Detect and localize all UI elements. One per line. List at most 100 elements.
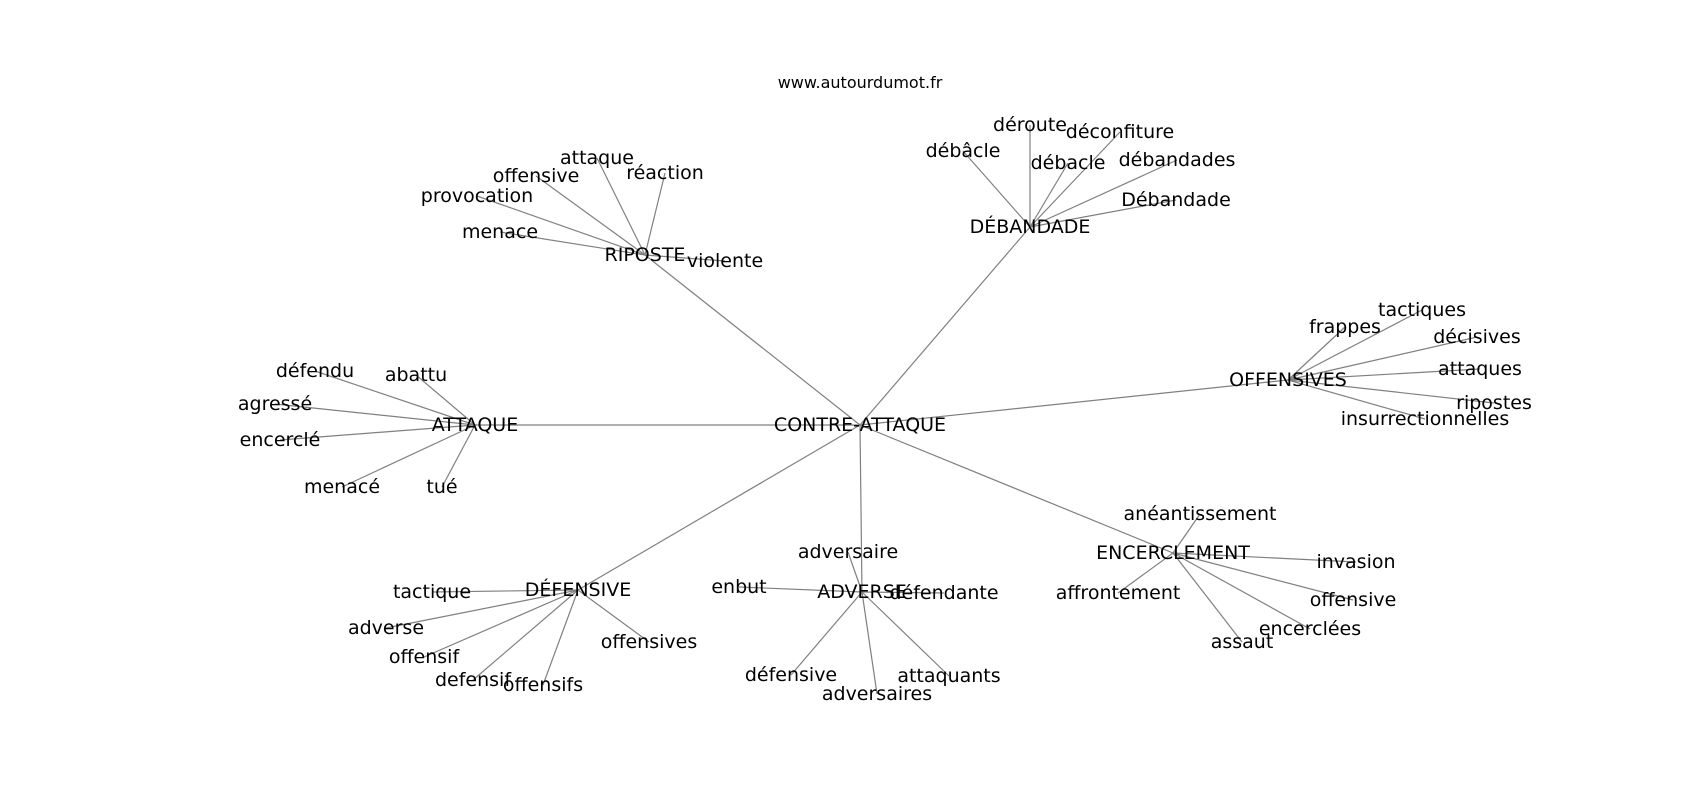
edge-center-adverse — [859, 424, 863, 593]
leaf-label-attaque-1: abattu — [385, 364, 447, 386]
leaf-label-defensive-4: defensif — [435, 669, 512, 691]
leaf-label-encerclement-4: encerclées — [1259, 618, 1361, 640]
edge-attaque-leaf-4 — [341, 424, 476, 488]
leaf-label-defensive-1: adverse — [348, 617, 424, 639]
leaf-label-encerclement-1: invasion — [1316, 551, 1395, 573]
edge-center-defensive — [577, 424, 861, 591]
leaf-label-adverse-3: défensive — [745, 664, 837, 686]
hub-label-riposte: RIPOSTE — [605, 244, 686, 266]
hub-label-debandade: DÉBANDADE — [970, 215, 1091, 238]
edge-debandade-leaf-1 — [1029, 131, 1121, 228]
leaf-label-riposte-4: menace — [462, 221, 538, 243]
leaf-label-encerclement-2: affrontement — [1056, 582, 1181, 604]
edge-offensives-leaf-1 — [1287, 326, 1346, 381]
leaf-label-offensives-2: décisives — [1433, 326, 1521, 348]
leaf-label-offensives-5: insurrectionnelles — [1341, 408, 1510, 430]
edge-debandade-leaf-2 — [962, 150, 1031, 228]
leaf-label-riposte-1: réaction — [626, 162, 704, 184]
leaf-label-debandade-4: débandades — [1119, 149, 1236, 171]
edge-center-offensives — [859, 379, 1289, 426]
leaf-label-riposte-0: attaque — [560, 147, 634, 169]
leaf-label-attaque-2: agressé — [238, 393, 312, 415]
edge-encerclement-leaf-0 — [1172, 513, 1201, 554]
leaf-label-defensive-2: offensif — [389, 646, 461, 668]
edge-offensives-leaf-3 — [1287, 368, 1481, 381]
leaf-label-encerclement-0: anéantissement — [1124, 503, 1277, 525]
edge-defensive-leaf-1 — [385, 589, 579, 629]
leaf-label-defensive-3: offensives — [601, 631, 697, 653]
leaf-label-adverse-0: adversaire — [798, 541, 898, 563]
edge-adverse-leaf-1 — [738, 586, 863, 593]
leaf-label-defensive-0: tactique — [393, 581, 471, 603]
edge-riposte-leaf-0 — [596, 157, 646, 256]
edge-center-debandade — [859, 226, 1031, 426]
edge-attaque-leaf-1 — [415, 374, 476, 426]
leaf-label-adverse-2: défendante — [889, 582, 998, 604]
edge-encerclement-leaf-3 — [1172, 552, 1354, 601]
edge-encerclement-leaf-2 — [1117, 552, 1174, 594]
edge-defensive-leaf-3 — [577, 589, 650, 643]
edge-offensives-leaf-5 — [1287, 379, 1426, 420]
leaf-label-debandade-0: déroute — [993, 114, 1067, 136]
edge-offensives-leaf-2 — [1287, 336, 1478, 381]
edge-encerclement-leaf-4 — [1172, 552, 1311, 630]
edge-riposte-leaf-5 — [644, 254, 726, 262]
edge-encerclement-leaf-1 — [1172, 552, 1357, 563]
edge-debandade-leaf-5 — [1029, 199, 1177, 228]
hub-label-attaque: ATTAQUE — [432, 414, 518, 436]
leaf-label-offensives-4: ripostes — [1456, 392, 1532, 414]
hub-label-defensive: DÉFENSIVE — [525, 578, 631, 601]
edge-defensive-leaf-5 — [542, 589, 579, 686]
leaf-label-encerclement-3: offensive — [1310, 589, 1397, 611]
leaf-label-riposte-3: provocation — [421, 185, 533, 207]
edge-riposte-leaf-3 — [476, 195, 646, 256]
source-url: www.autourdumot.fr — [778, 73, 943, 92]
leaf-label-offensives-3: attaques — [1438, 358, 1522, 380]
edge-adverse-leaf-4 — [861, 591, 950, 677]
edge-attaque-leaf-3 — [279, 424, 476, 441]
edge-center-riposte — [644, 254, 861, 426]
leaf-label-offensives-0: tactiques — [1378, 299, 1466, 321]
edge-defensive-leaf-2 — [423, 589, 579, 658]
leaf-label-riposte-2: offensive — [493, 165, 580, 187]
leaf-label-attaque-4: menacé — [304, 476, 380, 498]
leaf-label-adverse-1: enbut — [711, 576, 766, 598]
leaf-label-adverse-4: attaquants — [897, 665, 1000, 687]
edge-riposte-leaf-4 — [499, 231, 646, 256]
edge-defensive-leaf-0 — [431, 589, 579, 593]
hub-label-encerclement: ENCERCLEMENT — [1096, 542, 1250, 564]
edge-offensives-leaf-0 — [1287, 309, 1423, 381]
edge-center-encerclement — [859, 424, 1174, 554]
edge-adverse-leaf-3 — [790, 591, 863, 676]
leaf-label-debandade-2: débâcle — [926, 140, 1001, 162]
leaf-label-attaque-5: tué — [426, 476, 457, 498]
leaf-label-offensives-1: frappes — [1309, 316, 1381, 338]
hub-label-adverse: ADVERSE — [817, 581, 907, 603]
edge-attaque-leaf-2 — [274, 403, 476, 426]
edge-encerclement-leaf-5 — [1172, 552, 1243, 643]
leaf-label-debandade-5: Débandade — [1121, 189, 1231, 211]
edge-adverse-leaf-0 — [847, 551, 863, 593]
edge-debandade-leaf-3 — [1029, 162, 1069, 228]
leaf-label-defensive-5: offensifs — [503, 674, 583, 696]
hub-label-offensives: OFFENSIVES — [1229, 369, 1347, 391]
edge-attaque-leaf-5 — [441, 424, 476, 488]
edge-riposte-leaf-1 — [644, 172, 666, 256]
center-node-label: CONTRE-ATTAQUE — [774, 414, 946, 436]
leaf-label-debandade-3: débacle — [1031, 152, 1106, 174]
edges-layer — [274, 125, 1495, 695]
leaf-label-attaque-3: encerclé — [240, 429, 321, 451]
edge-riposte-leaf-2 — [535, 175, 646, 256]
edge-defensive-leaf-4 — [472, 589, 579, 681]
leaf-label-riposte-5: violente — [687, 250, 763, 272]
edge-attaque-leaf-0 — [314, 370, 476, 426]
edge-adverse-leaf-2 — [861, 591, 945, 594]
leaf-label-attaque-0: défendu — [276, 360, 354, 382]
edge-offensives-leaf-4 — [1287, 379, 1495, 404]
leaf-label-debandade-1: déconfiture — [1066, 121, 1174, 143]
edge-debandade-leaf-4 — [1029, 159, 1178, 228]
leaf-label-encerclement-5: assaut — [1211, 631, 1274, 653]
leaf-label-adverse-5: adversaires — [822, 683, 932, 705]
